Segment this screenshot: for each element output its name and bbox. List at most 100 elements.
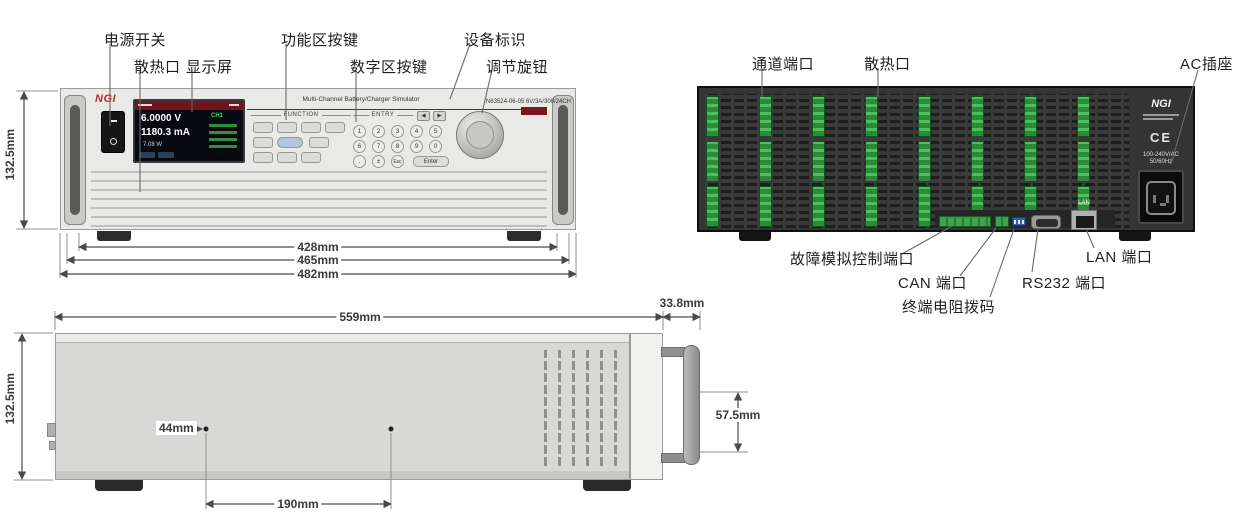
side-handle-bar: [683, 345, 700, 465]
front-heat-vent: [91, 171, 547, 227]
esc-key: Esc: [391, 155, 404, 168]
callout-front-heat-vent: 散热口: [134, 59, 181, 76]
lcd-display: 6.0000 V 1180.3 mA 7.08 W CH1: [133, 99, 245, 163]
terminal-resistor-dip-switch: [1012, 217, 1026, 226]
channel-terminal-block: [706, 141, 719, 182]
channel-terminal-block: [865, 186, 878, 227]
plus-minus-key: ±: [372, 155, 385, 168]
function-key: [277, 122, 297, 133]
side-heat-vent: [544, 350, 622, 466]
front-foot: [507, 231, 541, 241]
digit-key: 1: [353, 125, 366, 138]
softkey-bar: [139, 152, 155, 158]
channel-terminal-block: [971, 141, 984, 182]
softkey-bar: [158, 152, 174, 158]
callout-function-keys: 功能区按键: [281, 32, 359, 49]
channel-terminal-block: [812, 186, 825, 227]
callout-rs232-port: RS232 端口: [1022, 275, 1107, 292]
dim-482: 482mm: [294, 267, 342, 281]
ac-rating-line1: 100-240V/AC: [1142, 152, 1180, 158]
ac-rating-line2: 50/60Hz: [1149, 159, 1173, 165]
side-panel: [55, 333, 630, 480]
callout-ac-socket: AC插座: [1180, 56, 1233, 73]
fault-sim-control-port: [939, 216, 991, 227]
side-top-edge: [56, 334, 629, 343]
function-key-highlight: [277, 137, 303, 148]
rj45-opening: [1076, 216, 1094, 228]
callout-lan-port: LAN 端口: [1086, 249, 1153, 266]
digit-key: 2: [372, 125, 385, 138]
channel-terminal-block: [865, 96, 878, 137]
digit-key: 6: [353, 140, 366, 153]
dim-57-5: 57.5mm: [712, 408, 764, 422]
ac-inlet: [1138, 170, 1184, 224]
front-left-handle: [64, 95, 86, 225]
side-view: [47, 333, 700, 491]
function-key: [277, 152, 297, 163]
rear-foot: [739, 232, 771, 241]
channel-terminal-block: [1024, 96, 1037, 137]
lan-port: [1071, 210, 1097, 230]
channel-terminal-block: [918, 141, 931, 182]
front-right-handle: [552, 95, 574, 225]
function-key: [325, 122, 345, 133]
dim-44: 44mm: [156, 421, 197, 435]
channel-terminal-block: [1077, 96, 1090, 137]
digit-key: 4: [410, 125, 423, 138]
accent-block: [521, 107, 547, 115]
power-readout: 7.08 W: [143, 142, 163, 148]
status-text-bar: [138, 104, 152, 106]
function-key: [253, 122, 273, 133]
can-port: [995, 216, 1009, 227]
channel-terminal-block: [812, 141, 825, 182]
function-key: [253, 137, 273, 148]
brand-logo: NGI: [95, 93, 117, 105]
screen-value-bar: [209, 131, 237, 134]
channel-readout: CH1: [211, 113, 224, 119]
digit-key: 9: [410, 140, 423, 153]
website-text-bar: [1143, 114, 1179, 116]
dim-side-height: 132.5mm: [3, 370, 17, 428]
current-readout: 1180.3 mA: [141, 127, 190, 138]
website-text-bar: [1143, 118, 1173, 120]
side-screw: [49, 441, 56, 450]
channel-terminal-block: [706, 186, 719, 227]
ac-pin: [1166, 195, 1169, 203]
channel-terminal-block: [918, 186, 931, 227]
dim-190: 190mm: [274, 497, 322, 511]
channel-terminal-block: [706, 96, 719, 137]
brand-logo: NGI: [1151, 98, 1171, 110]
screen-value-bar: [209, 138, 237, 141]
screen-value-bar: [209, 145, 237, 148]
side-foot: [583, 480, 631, 491]
function-key: [253, 152, 273, 163]
rear-foot: [1119, 232, 1151, 241]
dot-key: .: [353, 155, 366, 168]
side-foot: [95, 480, 143, 491]
channel-terminal-block: [1024, 141, 1037, 182]
digit-key: 5: [429, 125, 442, 138]
callout-power-switch: 电源开关: [104, 32, 167, 49]
callout-can-port: CAN 端口: [898, 275, 967, 292]
callout-knob: 调节旋钮: [486, 59, 549, 76]
channel-terminal-block: [865, 141, 878, 182]
power-switch: [101, 111, 125, 153]
power-off-mark: [110, 138, 117, 145]
handle-grip: [70, 105, 80, 215]
channel-terminal-block: [1077, 141, 1090, 182]
entry-label-text: ENTRY: [371, 112, 395, 118]
callout-rear-heat-vent: 散热口: [864, 56, 911, 73]
callout-display: 显示屏: [186, 59, 233, 76]
function-key: [301, 152, 321, 163]
callout-number-keys: 数字区按键: [350, 59, 428, 76]
side-bottom-edge: [56, 471, 629, 479]
side-end-cap: [630, 333, 663, 480]
handle-arm-top: [661, 347, 685, 357]
callout-channel-port: 通道端口: [752, 56, 815, 73]
channel-terminal-block: [759, 141, 772, 182]
function-key: [309, 137, 329, 148]
channel-terminal-block: [759, 96, 772, 137]
function-section-label: FUNCTION: [251, 112, 351, 118]
dim-559: 559mm: [336, 310, 384, 324]
device-title: Multi-Channel Battery/Charger Simulator: [302, 96, 420, 103]
